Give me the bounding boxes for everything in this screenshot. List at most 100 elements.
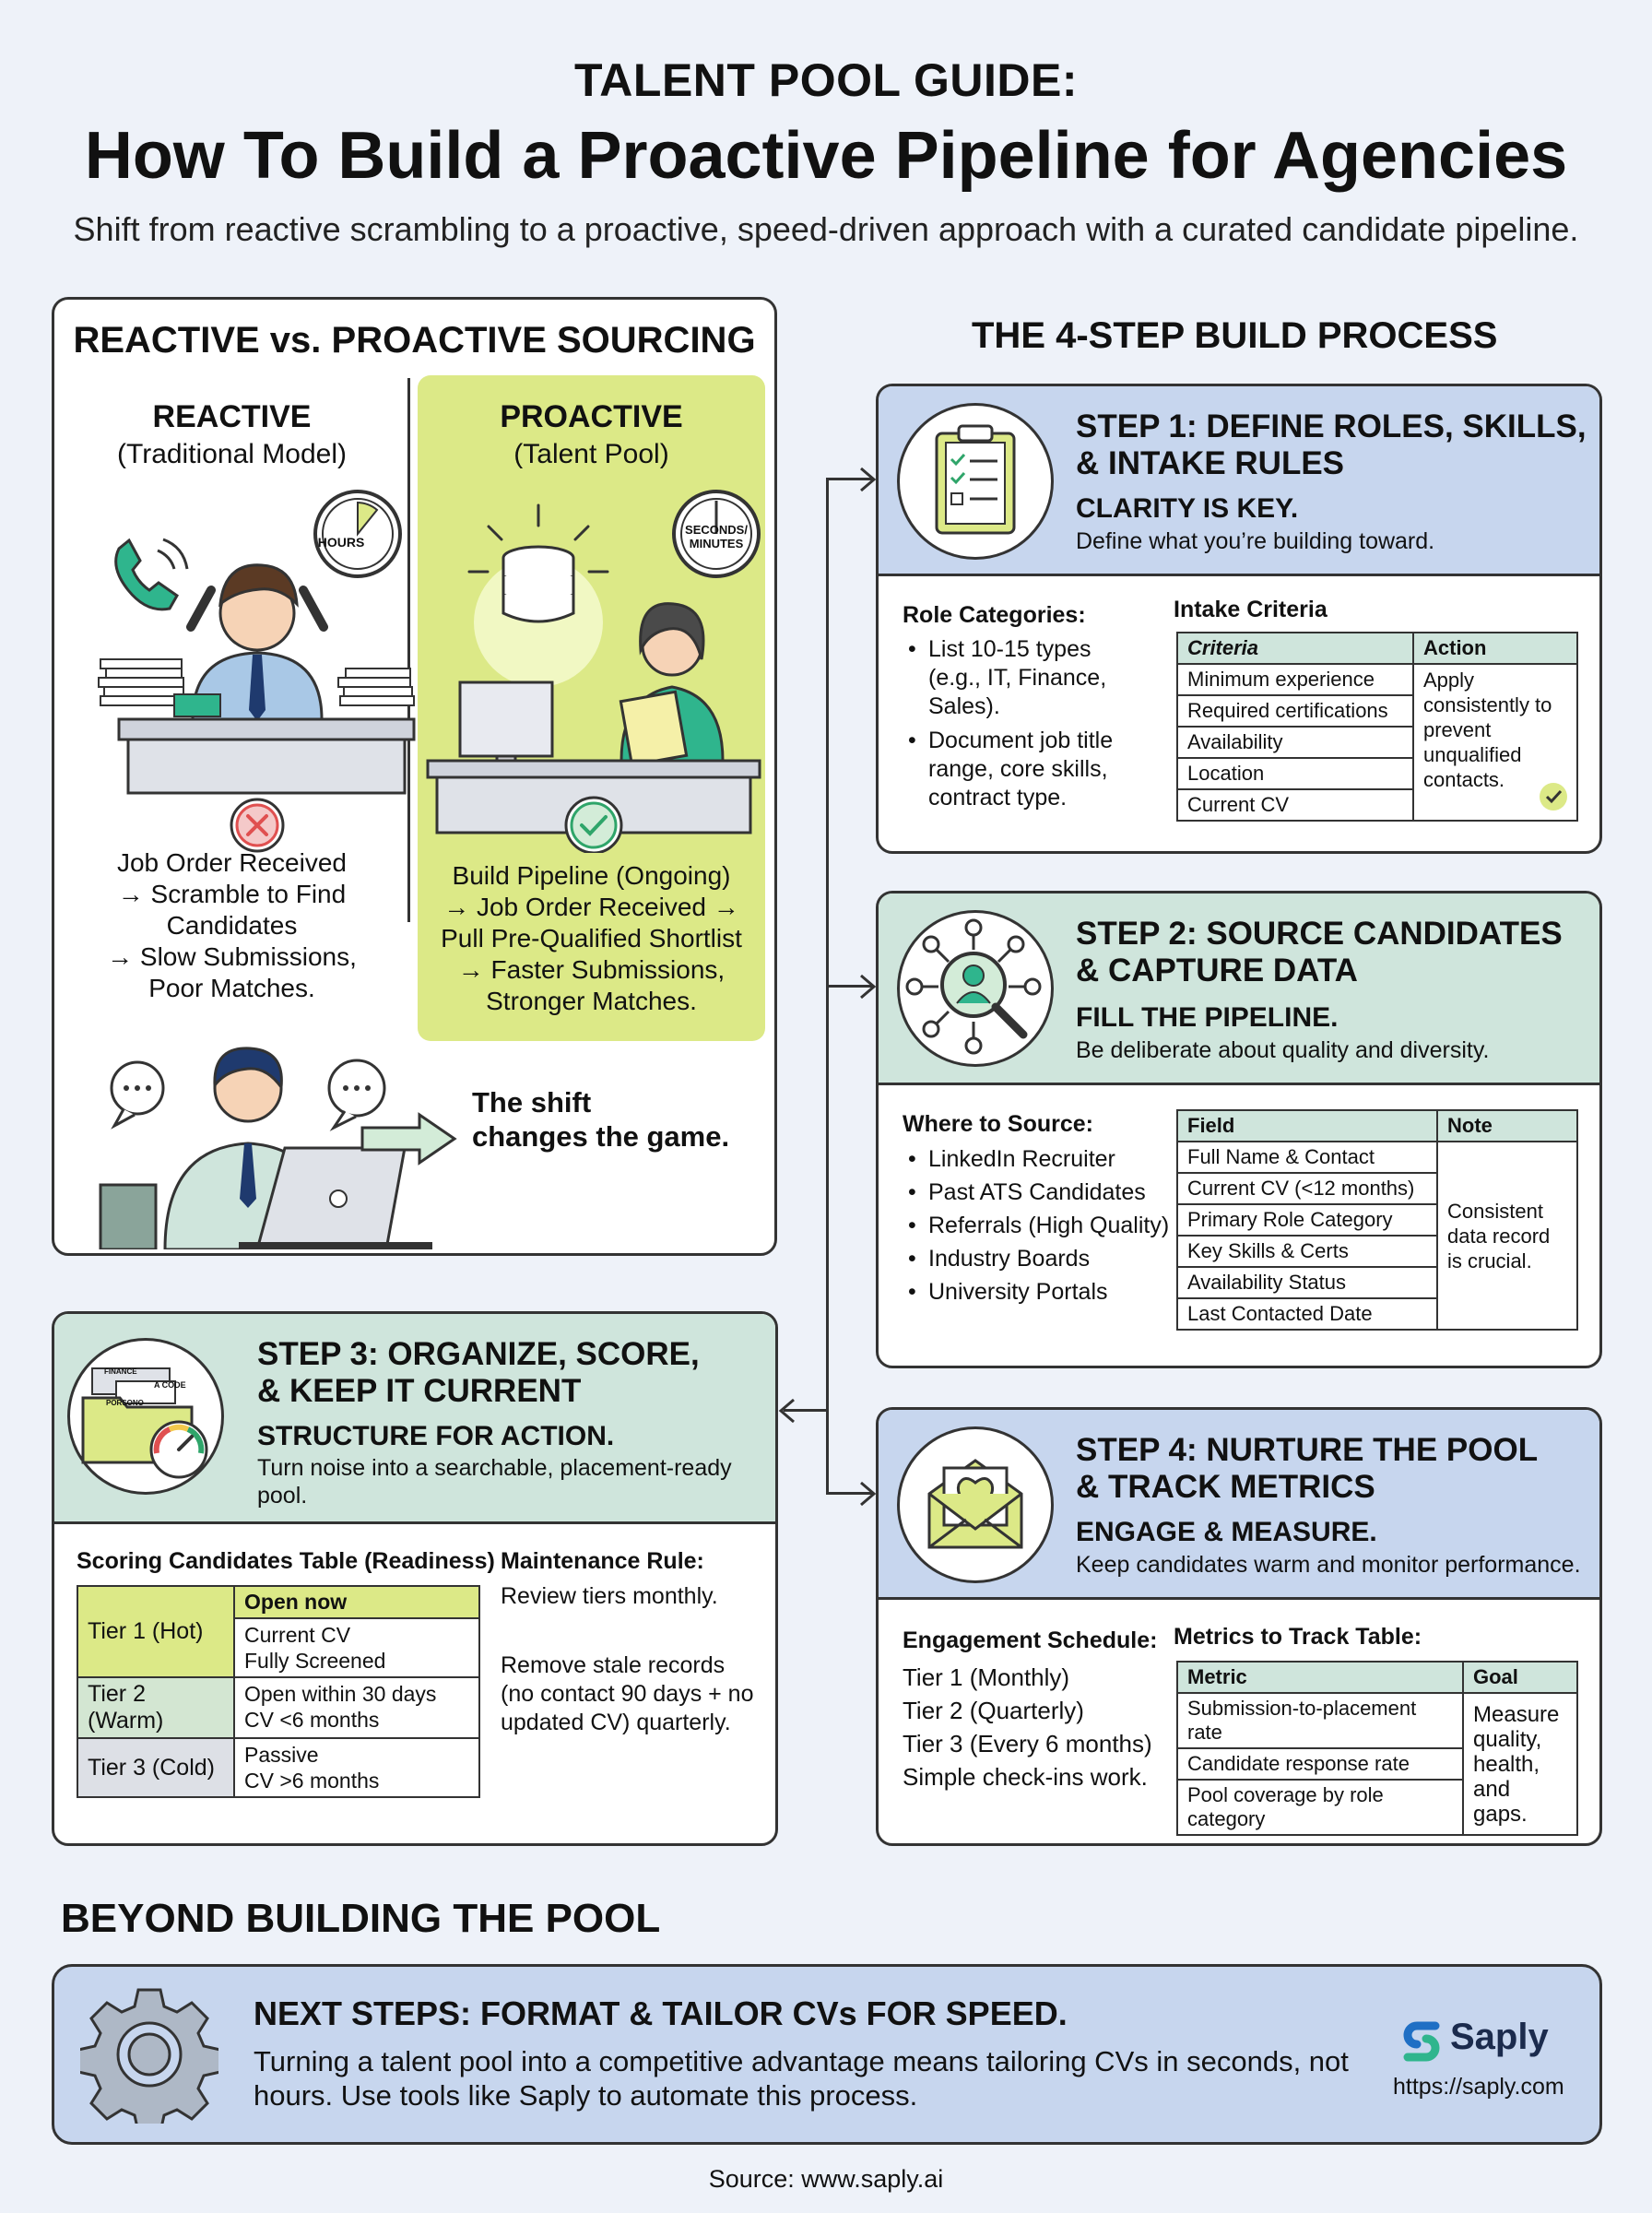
database-icon bbox=[502, 545, 575, 623]
table-cell: Submission-to-placement rate bbox=[1176, 1692, 1464, 1749]
where-to-source-heading: Where to Source: bbox=[903, 1111, 1093, 1137]
check-badge-icon bbox=[1540, 783, 1567, 811]
shift-message: The shift changes the game. bbox=[472, 1085, 729, 1154]
tier-cell: Tier 2 (Warm) bbox=[77, 1676, 235, 1739]
checkmark-icon bbox=[564, 796, 623, 853]
step4-panel: STEP 4: NURTURE THE POOL & TRACK METRICS… bbox=[876, 1407, 1602, 1846]
connector-line bbox=[826, 1492, 872, 1495]
step1-description: Define what you’re building toward. bbox=[1076, 528, 1435, 554]
maintenance-rule-2: Remove stale records (no contact 90 days… bbox=[501, 1651, 754, 1737]
arrow-head-icon bbox=[860, 974, 877, 1000]
step3-description-line: Turn noise into a searchable, placement-… bbox=[257, 1455, 732, 1481]
page-subtitle: Shift from reactive scrambling to a proa… bbox=[73, 210, 1579, 248]
schedule-item: Tier 2 (Quarterly) bbox=[903, 1697, 1084, 1724]
step1-subtitle: CLARITY IS KEY. bbox=[1076, 493, 1299, 524]
list-item: University Portals bbox=[903, 1275, 1170, 1308]
table-header: Goal bbox=[1462, 1661, 1578, 1694]
list-item: List 10-15 types (e.g., IT, Finance, Sal… bbox=[903, 635, 1133, 721]
cross-icon bbox=[230, 798, 285, 853]
proactive-flow-line: Stronger Matches. bbox=[486, 987, 697, 1015]
page-kicker: TALENT POOL GUIDE: bbox=[573, 54, 1079, 106]
maintenance-rule-1: Review tiers monthly. bbox=[501, 1583, 718, 1609]
beyond-title: BEYOND BUILDING THE POOL bbox=[61, 1896, 661, 1941]
reactive-flow-line: Candidates bbox=[166, 911, 298, 940]
table-cell: Key Skills & Certs bbox=[1176, 1235, 1438, 1268]
step4-title: STEP 4: NURTURE THE POOL & TRACK METRICS bbox=[1076, 1432, 1538, 1506]
step2-panel: STEP 2: SOURCE CANDIDATES & CAPTURE DATA… bbox=[876, 891, 1602, 1368]
step2-title-line: STEP 2: SOURCE CANDIDATES bbox=[1076, 916, 1563, 952]
stressed-recruiter-illustration bbox=[98, 490, 416, 853]
arrow-head-icon bbox=[860, 467, 877, 492]
step4-title-line: & TRACK METRICS bbox=[1076, 1469, 1375, 1505]
process-title: THE 4-STEP BUILD PROCESS bbox=[972, 315, 1498, 356]
step1-title-line: STEP 1: DEFINE ROLES, SKILLS, bbox=[1076, 408, 1587, 444]
laptop-worker-illustration bbox=[99, 1047, 432, 1249]
step3-description: Turn noise into a searchable, placement-… bbox=[257, 1454, 732, 1509]
network-icon-circle bbox=[897, 910, 1054, 1067]
arrow-right-icon bbox=[360, 1112, 457, 1166]
step2-subtitle: FILL THE PIPELINE. bbox=[1076, 1002, 1339, 1033]
step3-panel: FINANCE A CODE PORSONO STEP 3: ORGANIZE,… bbox=[52, 1311, 778, 1846]
step2-title: STEP 2: SOURCE CANDIDATES & CAPTURE DATA bbox=[1076, 916, 1563, 989]
tier-cell: Tier 3 (Cold) bbox=[77, 1737, 235, 1798]
proactive-flow-line: → Faster Submissions, bbox=[457, 955, 726, 984]
list-item: LinkedIn Recruiter bbox=[903, 1142, 1170, 1176]
scoring-table-heading: Scoring Candidates Table (Readiness) bbox=[77, 1548, 495, 1574]
step3-title-line: & KEEP IT CURRENT bbox=[257, 1373, 582, 1409]
intake-criteria-heading: Intake Criteria bbox=[1174, 597, 1328, 622]
next-steps-title: NEXT STEPS: FORMAT & TAILOR CVs FOR SPEE… bbox=[254, 1994, 1068, 2032]
proactive-flow-line: → Job Order Received → bbox=[443, 893, 739, 921]
proactive-flow-line: Build Pipeline (Ongoing) bbox=[452, 861, 731, 890]
connector-line bbox=[826, 478, 872, 480]
step3-description-line: pool. bbox=[257, 1483, 308, 1509]
brand-name: Saply bbox=[1450, 2017, 1549, 2057]
maintenance-heading: Maintenance Rule: bbox=[501, 1548, 704, 1574]
table-cell: Full Name & Contact bbox=[1176, 1141, 1438, 1174]
table-cell: Minimum experience bbox=[1176, 663, 1414, 696]
arrow-head-icon bbox=[860, 1481, 877, 1507]
brand-url-link[interactable]: https://saply.com bbox=[1393, 2074, 1564, 2100]
table-header: Field bbox=[1176, 1109, 1438, 1142]
seconds-minutes-label: SECONDS/ MINUTES bbox=[685, 523, 748, 550]
step3-title: STEP 3: ORGANIZE, SCORE, & KEEP IT CURRE… bbox=[257, 1336, 700, 1410]
next-steps-line: Turning a talent pool into a competitive… bbox=[254, 2045, 1349, 2077]
table-cell: Current CV (<12 months) bbox=[1176, 1172, 1438, 1205]
goal-cell: Measure quality, health, and gaps. bbox=[1462, 1692, 1578, 1836]
table-cell: Required certifications bbox=[1176, 694, 1414, 728]
arrow-head-icon bbox=[778, 1398, 795, 1424]
metrics-table: Metric Goal Submission-to-placement rate… bbox=[1176, 1661, 1578, 1836]
capture-fields-table: Field Note Full Name & Contact Consisten… bbox=[1176, 1109, 1578, 1331]
candidate-network-icon bbox=[905, 918, 1042, 1055]
gear-icon bbox=[80, 1988, 218, 2124]
envelope-icon-circle bbox=[897, 1426, 1054, 1583]
reactive-label: REACTIVE bbox=[152, 399, 312, 434]
phone-icon bbox=[114, 538, 189, 611]
next-steps-line: hours. Use tools like Saply to automate … bbox=[254, 2079, 918, 2112]
tier-line: Open within 30 days bbox=[244, 1682, 437, 1706]
role-categories-list: List 10-15 types (e.g., IT, Finance, Sal… bbox=[903, 635, 1133, 812]
clipboard-icon-circle bbox=[897, 403, 1054, 560]
proactive-flow: Build Pipeline (Ongoing) → Job Order Rec… bbox=[418, 860, 765, 1017]
proactive-sublabel: (Talent Pool) bbox=[513, 439, 669, 469]
next-steps-panel: NEXT STEPS: FORMAT & TAILOR CVs FOR SPEE… bbox=[52, 1964, 1602, 2145]
engagement-schedule: Tier 1 (Monthly) Tier 2 (Quarterly) Tier… bbox=[903, 1661, 1152, 1793]
table-cell: Candidate response rate bbox=[1176, 1747, 1464, 1781]
note-cell: Consistent data record is crucial. bbox=[1436, 1141, 1578, 1331]
proactive-label: PROACTIVE bbox=[500, 399, 683, 434]
list-item: Document job title range, core skills, c… bbox=[903, 727, 1133, 812]
folder-tab-label: PORSONO bbox=[106, 1399, 144, 1407]
role-categories-heading: Role Categories: bbox=[903, 602, 1086, 628]
step4-description: Keep candidates warm and monitor perform… bbox=[1076, 1552, 1581, 1578]
tier-line: CV <6 months bbox=[244, 1708, 380, 1732]
table-cell: Availability bbox=[1176, 726, 1414, 759]
clock-icon bbox=[313, 490, 402, 578]
tier-line: Passive bbox=[244, 1743, 319, 1767]
source-credit: Source: www.saply.ai bbox=[708, 2165, 944, 2193]
action-cell: Apply consistently to prevent unqualifie… bbox=[1412, 663, 1578, 822]
step3-subtitle: STRUCTURE FOR ACTION. bbox=[257, 1421, 615, 1451]
schedule-item: Tier 3 (Every 6 months) bbox=[903, 1730, 1152, 1757]
reactive-flow-line: → Scramble to Find bbox=[117, 880, 347, 908]
comparison-panel: REACTIVE vs. PROACTIVE SOURCING REACTIVE… bbox=[52, 297, 777, 1256]
connector-line bbox=[784, 1409, 828, 1412]
